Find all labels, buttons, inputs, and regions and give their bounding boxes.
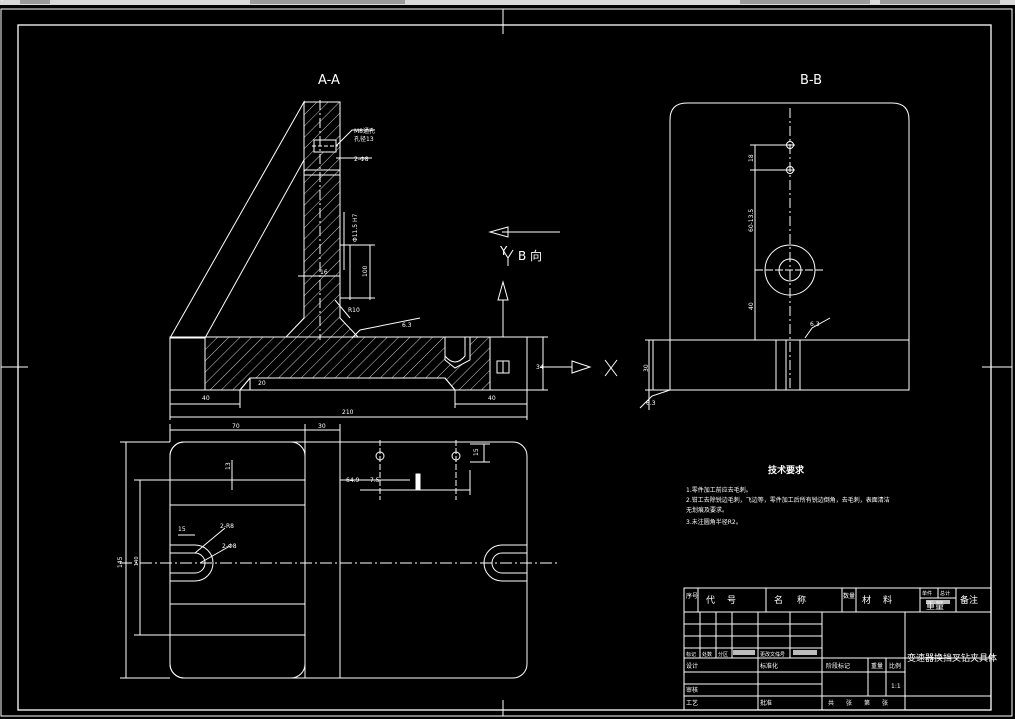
tb-header-weight: 重量 (926, 600, 944, 612)
tb-scale-value: 1:1 (891, 683, 901, 690)
section-bb-labels: 18 60-13.5 40 6.3 30 6.3 (643, 154, 820, 407)
section-bb-view: B-B (639, 73, 910, 410)
title-block (683, 587, 992, 711)
tb-header-weight-hidden: 重量 (1, 0, 3, 2)
dim-r-hole: 2-R8 (220, 523, 234, 530)
dim-20: 20 (258, 380, 266, 387)
dim-210: 210 (342, 409, 354, 416)
tb-header-qty: 数量 (843, 592, 855, 600)
tb-role-weight: 重量 (871, 662, 883, 670)
tb-header-material: 材料 (862, 594, 904, 606)
section-aa-view: A-A (169, 73, 618, 420)
dim-radius-label: R10 (348, 307, 360, 314)
tb-header-code: 代号 (706, 595, 748, 606)
axis-x-label: X (602, 373, 603, 375)
tb-row-zone: 分区 (718, 651, 728, 658)
dim-bb-60: 60-13.5 (748, 209, 755, 232)
dim-bb-rough2: 6.3 (646, 400, 656, 407)
dim-hole-label: M8通孔 (354, 127, 375, 135)
tb-sheet-unit: 张 (846, 699, 852, 707)
dim-small-label: 16 (320, 269, 328, 276)
tb-sheet-unit2: 张 (882, 699, 888, 707)
dim-30: 30 (318, 423, 326, 430)
axis-y-label: Y (499, 244, 508, 258)
tb-row-sign: 签名 (777, 654, 779, 657)
dim-13: 13 (225, 462, 232, 470)
tb-row-mark: 标记 (686, 651, 696, 658)
tb-role-standard: 标准化 (760, 662, 778, 670)
tb-sheet-total: 共 (828, 699, 834, 707)
dim-64: 64.9 (346, 477, 360, 484)
section-aa-title: A-A (318, 73, 340, 88)
tb-role-stage: 阶段标记 (826, 662, 850, 670)
dim-bb-18: 18 (748, 154, 755, 162)
tb-row-change: 更改文件号 (760, 651, 785, 658)
dim-hole-label-2: 孔径13 (354, 135, 374, 143)
dim-40b: 40 (488, 395, 496, 402)
dim-bb-30: 30 (643, 364, 650, 372)
tb-sheet-index: 第 (864, 699, 870, 707)
tech-title: 技术要求 (768, 464, 805, 476)
section-aa-labels: M8通孔 孔径13 2-Φ8 16 Φ11.5 H7 100 R10 6.3 4… (202, 127, 603, 416)
dim-dia-hole: 2-Φ8 (222, 543, 237, 550)
tech-item: 无划痕及要求。 (686, 506, 728, 514)
dim-fit-label: Φ11.5 H7 (352, 213, 359, 242)
view-b-label: B 向 (518, 248, 542, 263)
tb-role-approve: 批准 (760, 699, 772, 707)
tech-item: 1.零件加工前应去毛刺。 (686, 486, 752, 494)
plan-view (120, 424, 560, 679)
tb-role-design: 设计 (686, 662, 698, 670)
dim-7-5: 7.5 (370, 477, 380, 484)
plan-view-labels: 70 30 13 15 64.9 7.5 15 145 140 2-R8 2-Φ… (117, 423, 480, 568)
dim-dia-label: 2-Φ8 (354, 156, 369, 163)
tech-item: 3.未注圆角半径R2。 (686, 518, 742, 526)
tb-role-scale: 比例 (889, 662, 901, 670)
tb-row-date: 年月日 (778, 654, 781, 657)
tb-row-count: 处数 (702, 651, 712, 658)
tb-role-review: 审核 (686, 686, 698, 694)
dim-40a: 40 (202, 395, 210, 402)
dim-70: 70 (232, 423, 240, 430)
tb-header-index: 序号 (686, 592, 698, 600)
tb-header-remark: 备注 (960, 594, 978, 606)
title-block-text: 序号 代号 名称 数量 材料 单件 总计 重量 备注 变速器换挡叉钻夹具体 标记… (1, 0, 997, 707)
tb-header-name: 名称 (774, 594, 820, 606)
tb-weight-single: 单件 (922, 590, 932, 597)
drawing-frame (0, 8, 1013, 717)
window-top-strip (0, 0, 1015, 5)
dim-140: 140 (134, 556, 140, 566)
dim-15b: 15 (473, 448, 480, 456)
technical-requirements: 技术要求 1.零件加工前应去毛刺。 2.钳工去除锐边毛刺，飞边等，零件加工后所有… (686, 464, 890, 526)
tb-role-process: 工艺 (686, 699, 698, 707)
tb-drawing-title: 变速器换挡叉钻夹具体 (907, 652, 997, 664)
dim-height-label: 100 (362, 265, 369, 277)
roughness-label: 6.3 (402, 322, 412, 329)
tb-weight-total: 总计 (940, 590, 950, 597)
section-bb-title: B-B (800, 73, 822, 88)
dim-bb-40: 40 (748, 302, 755, 310)
dim-15: 15 (178, 526, 186, 533)
tech-item: 2.钳工去除锐边毛刺，飞边等，零件加工后所有锐边倒角，去毛刺，表面清洁 (686, 496, 890, 504)
dim-34: 34 (536, 364, 544, 371)
dim-145: 145 (117, 556, 124, 568)
dim-bb-rough: 6.3 (810, 321, 820, 328)
